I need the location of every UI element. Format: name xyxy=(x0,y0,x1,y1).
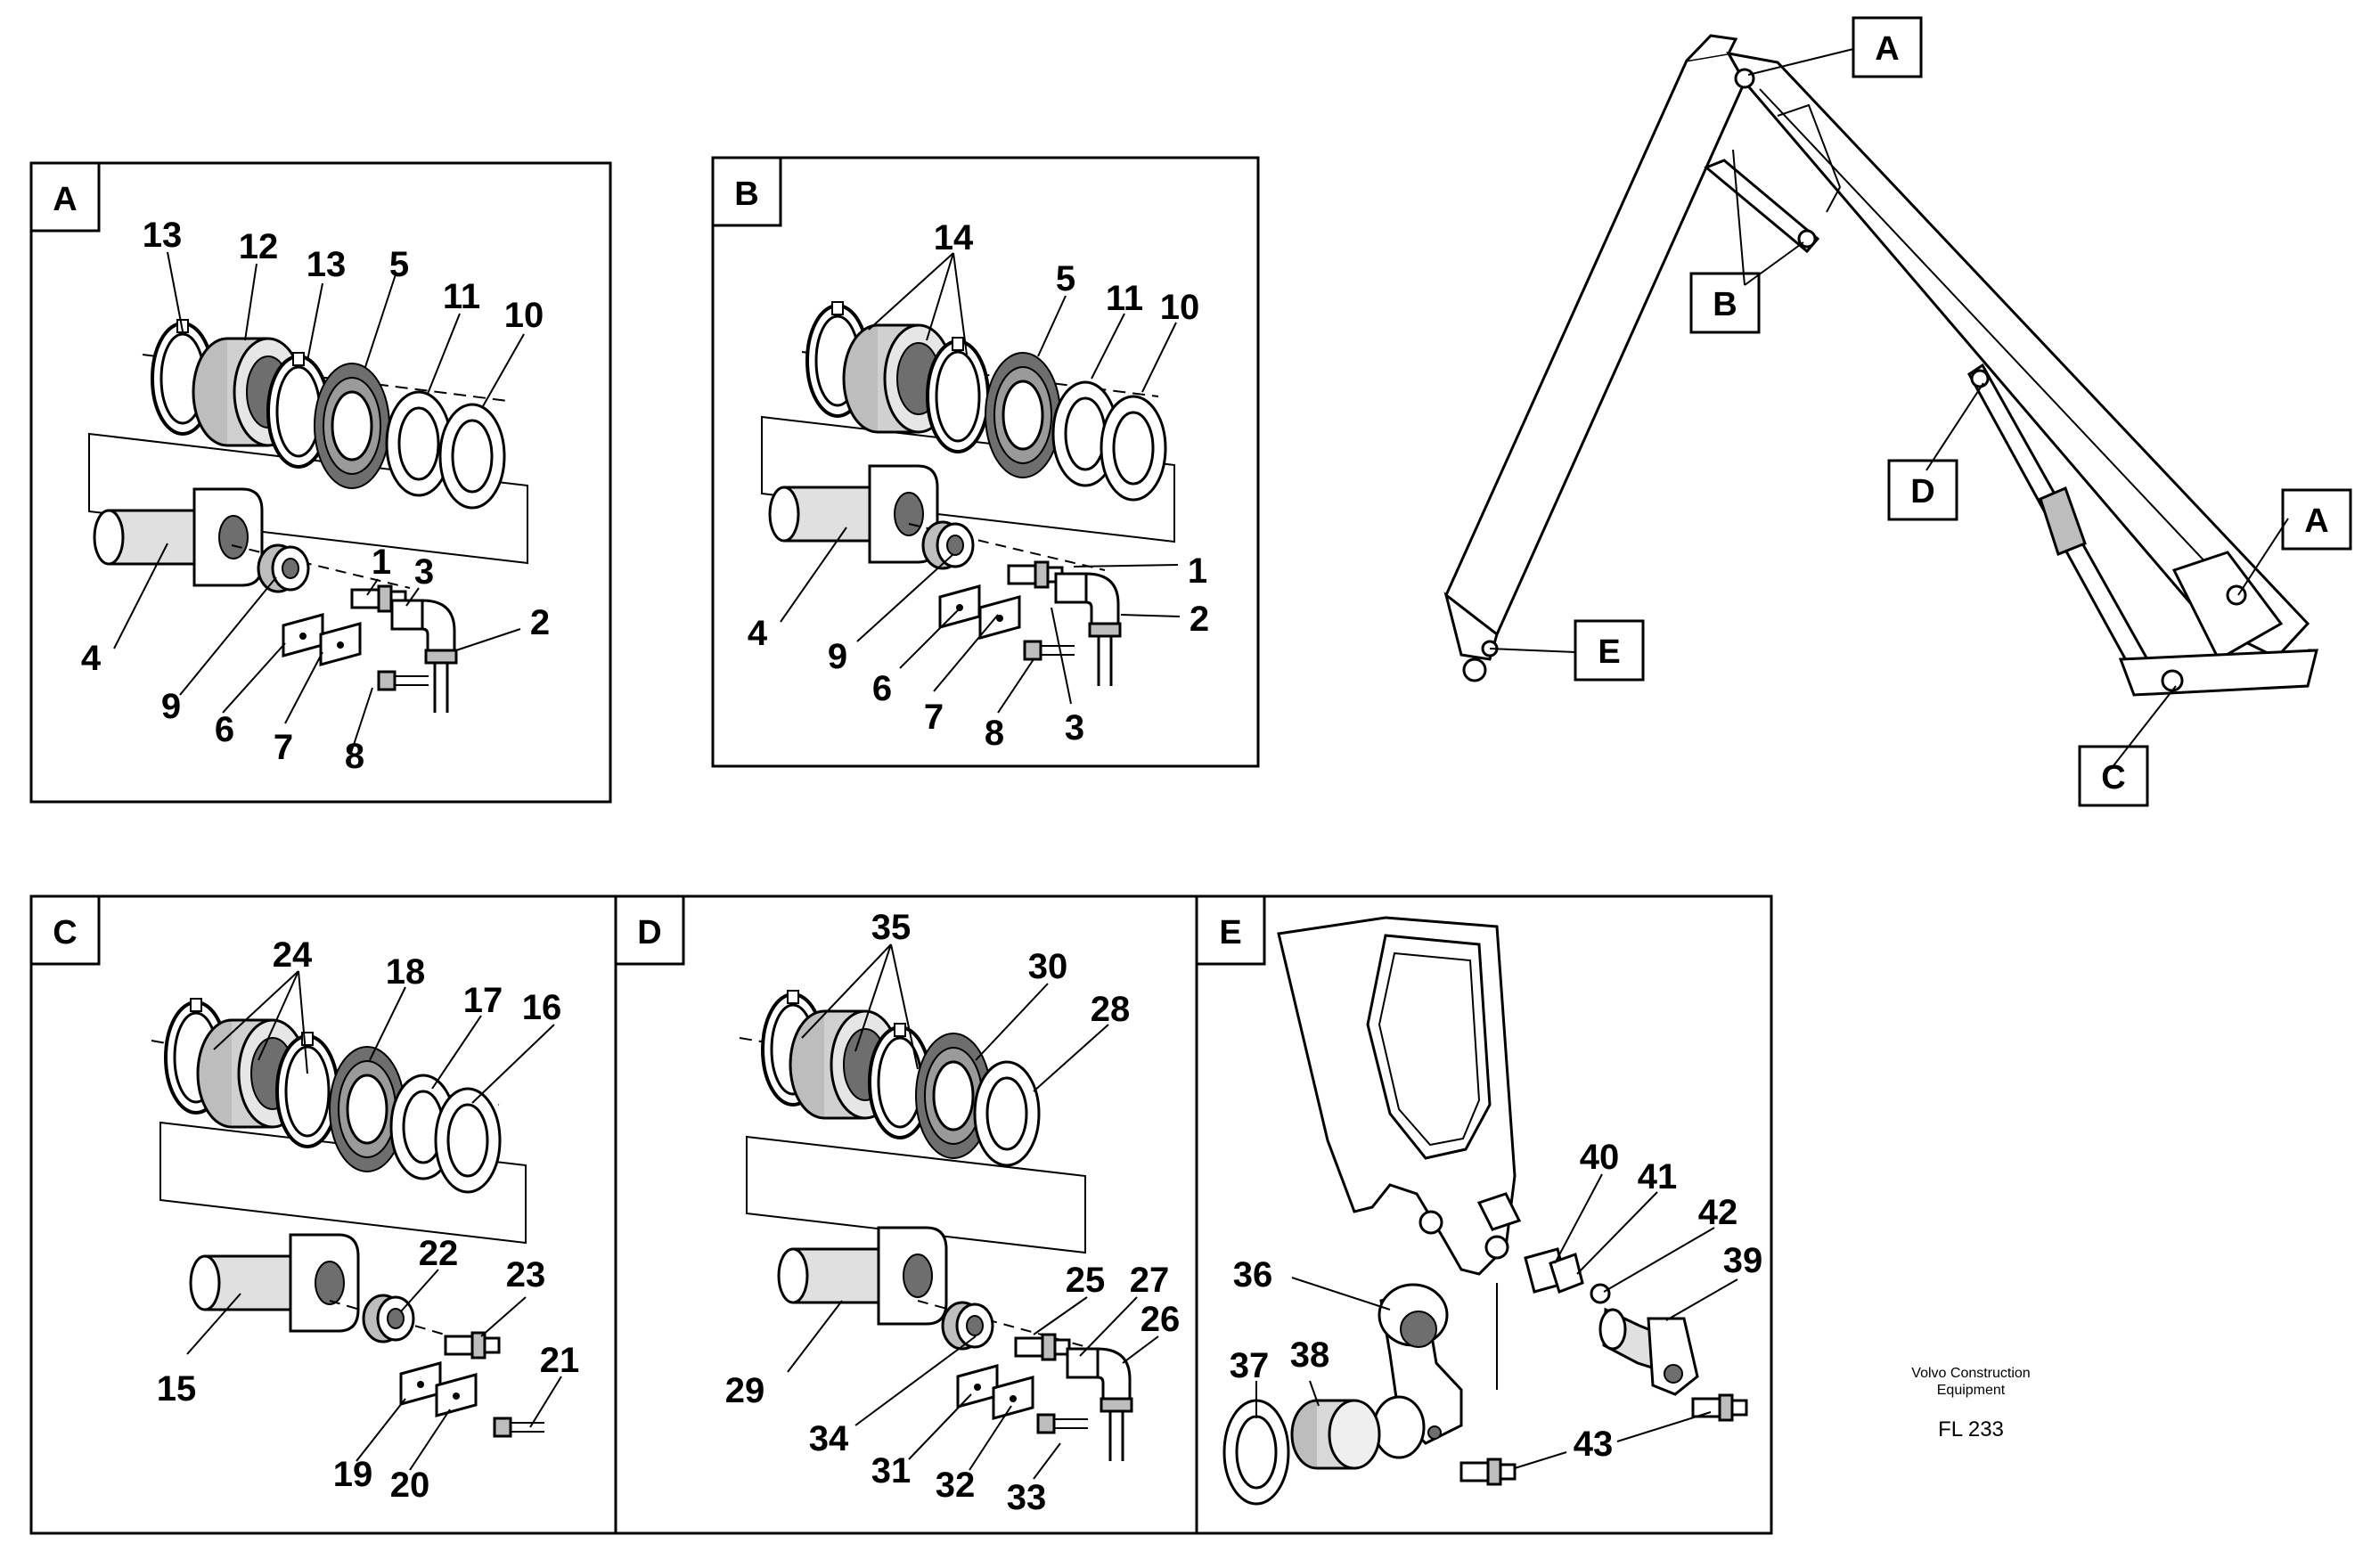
callout-e-42: 42 xyxy=(1698,1193,1738,1232)
callout-d-31: 31 xyxy=(871,1451,912,1490)
callout-e-41: 41 xyxy=(1638,1157,1678,1196)
callout-c-16: 16 xyxy=(522,988,562,1027)
callout-e-37: 37 xyxy=(1230,1346,1270,1385)
callout-c-20: 20 xyxy=(390,1466,430,1505)
callout-b-5: 5 xyxy=(1056,259,1075,298)
panel-label-b: B xyxy=(734,176,758,213)
callout-e-43: 43 xyxy=(1574,1425,1614,1464)
callout-c-24: 24 xyxy=(273,935,313,975)
tag-c: C xyxy=(2101,759,2125,796)
callout-a-7: 7 xyxy=(274,728,293,767)
callout-b-1: 1 xyxy=(1188,551,1207,591)
panel-c: C 24 18 17 16 15 22 23 21 19 20 xyxy=(29,894,617,1535)
tag-b: B xyxy=(1713,286,1737,323)
footer: Volvo Construction Equipment FL 233 xyxy=(1911,1366,2030,1441)
tag-d: D xyxy=(1910,473,1934,510)
callout-b-2: 2 xyxy=(1190,600,1209,639)
boom-overview: A B D A E C xyxy=(1443,16,2352,807)
panel-label-e: E xyxy=(1219,914,1241,951)
callout-a-8: 8 xyxy=(345,737,364,776)
callout-d-33: 33 xyxy=(1007,1478,1047,1517)
callout-b-6: 6 xyxy=(872,669,892,708)
callout-c-17: 17 xyxy=(463,981,503,1020)
callout-b-14: 14 xyxy=(934,218,974,257)
callout-c-22: 22 xyxy=(419,1234,459,1273)
callout-a-2: 2 xyxy=(530,603,550,642)
callout-d-32: 32 xyxy=(936,1466,976,1505)
callout-d-27: 27 xyxy=(1130,1261,1170,1300)
callout-b-7: 7 xyxy=(924,698,944,737)
callout-b-9: 9 xyxy=(828,637,847,676)
callout-a-5: 5 xyxy=(389,245,409,284)
callout-b-4: 4 xyxy=(748,614,768,653)
callout-b-11: 11 xyxy=(1106,279,1143,318)
callout-e-36: 36 xyxy=(1233,1255,1273,1294)
callout-a-13b: 13 xyxy=(307,245,347,284)
callout-d-35: 35 xyxy=(871,908,912,947)
callout-c-21: 21 xyxy=(540,1341,580,1380)
callout-a-4: 4 xyxy=(81,639,102,678)
panel-a: A 13 12 13 5 11 10 4 xyxy=(29,161,612,804)
tag-a-top: A xyxy=(1875,30,1899,68)
panel-label-d: D xyxy=(637,914,661,951)
callout-b-3: 3 xyxy=(1065,708,1084,747)
footer-company-line2: Equipment xyxy=(1937,1383,2006,1398)
callout-c-15: 15 xyxy=(157,1369,197,1409)
callout-e-40: 40 xyxy=(1580,1138,1620,1177)
callout-c-19: 19 xyxy=(333,1455,373,1494)
callout-a-12: 12 xyxy=(239,227,279,266)
callout-d-28: 28 xyxy=(1091,990,1131,1029)
panel-b: B 14 5 11 10 4 9 6 7 8 xyxy=(711,156,1260,768)
callout-a-1: 1 xyxy=(372,543,391,582)
callout-c-23: 23 xyxy=(506,1255,546,1294)
callout-a-11: 11 xyxy=(443,277,480,316)
callout-a-10: 10 xyxy=(504,296,544,335)
footer-company: Volvo Construction xyxy=(1911,1366,2030,1381)
callout-d-29: 29 xyxy=(725,1371,765,1410)
footer-code: FL 233 xyxy=(1938,1417,2004,1441)
panel-label-c: C xyxy=(53,914,77,951)
tag-a-right: A xyxy=(2304,502,2328,540)
callout-c-18: 18 xyxy=(386,952,426,992)
callout-b-10: 10 xyxy=(1160,288,1200,327)
callout-e-38: 38 xyxy=(1290,1335,1330,1375)
callout-a-6: 6 xyxy=(215,710,234,749)
callout-d-26: 26 xyxy=(1141,1300,1181,1339)
callout-d-34: 34 xyxy=(809,1419,849,1458)
callout-e-39: 39 xyxy=(1723,1241,1763,1280)
callout-a-13: 13 xyxy=(143,216,183,255)
tag-e: E xyxy=(1598,633,1620,671)
callout-d-25: 25 xyxy=(1066,1261,1106,1300)
panel-e: E 40 41 42 39 xyxy=(1195,894,1773,1535)
callout-a-9: 9 xyxy=(161,687,181,726)
callout-d-30: 30 xyxy=(1028,947,1068,986)
callout-b-8: 8 xyxy=(985,714,1004,753)
callout-a-3: 3 xyxy=(414,552,434,592)
panel-d: D 35 30 28 29 25 27 26 34 31 3 xyxy=(614,894,1198,1535)
panel-label-a: A xyxy=(53,181,77,218)
